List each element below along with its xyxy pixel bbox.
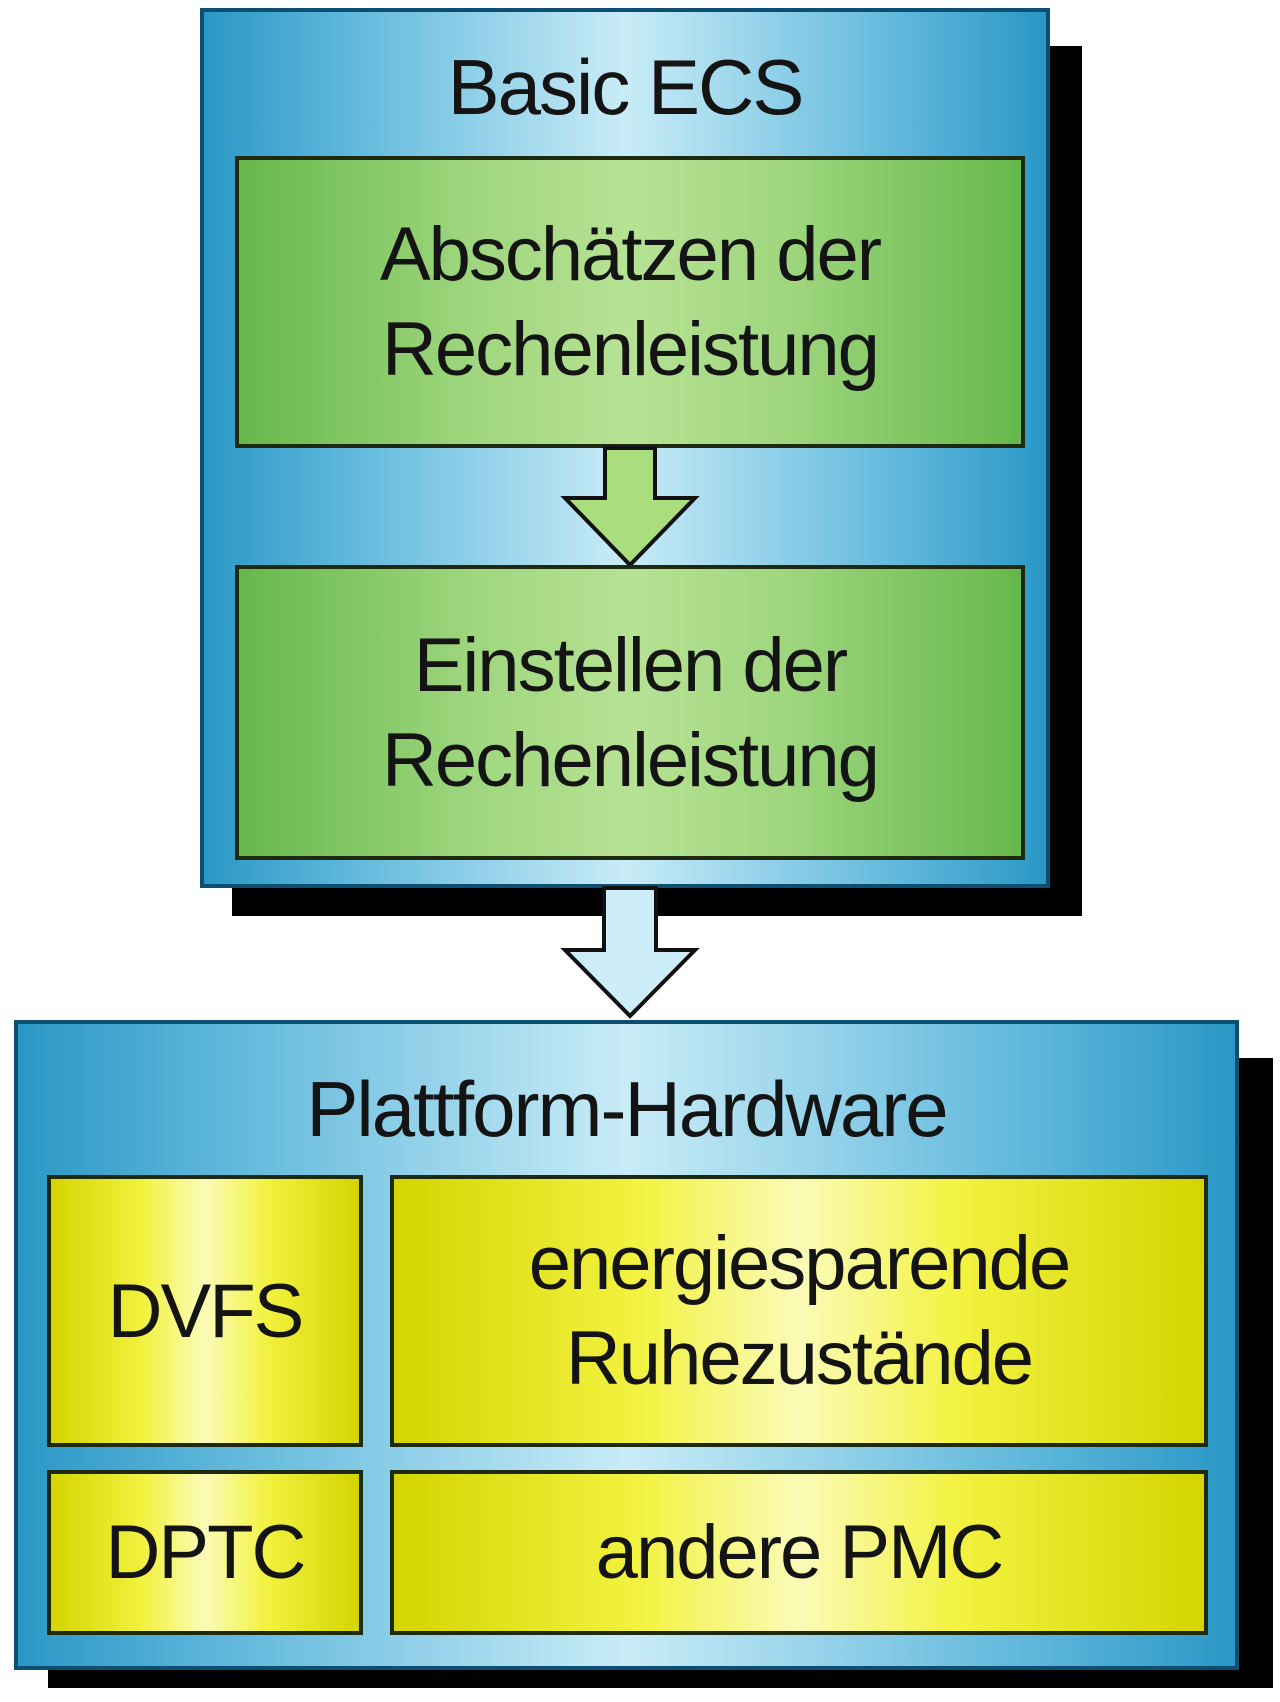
hardware-cell-other-pmc: andere PMC: [390, 1470, 1208, 1635]
ecs-step-estimate-label: Abschätzen der Rechenleistung: [379, 212, 882, 392]
arrow-down-icon: [560, 886, 700, 1019]
hardware-cell-dptc-label: DPTC: [105, 1510, 307, 1595]
ecs-title: Basic ECS: [447, 43, 805, 131]
hardware-cell-dvfs: DVFS: [47, 1175, 363, 1447]
arrow-down-icon: [560, 446, 700, 568]
hardware-cell-other-pmc-label: andere PMC: [595, 1510, 1005, 1595]
hardware-title: Plattform-Hardware: [306, 1065, 948, 1153]
hardware-cell-dvfs-label: DVFS: [107, 1268, 305, 1354]
hardware-cell-sleep-states: energiesparende Ruhezustände: [390, 1175, 1208, 1447]
ecs-step-estimate: Abschätzen der Rechenleistung: [235, 156, 1025, 448]
hardware-cell-sleep-states-label: energiesparende Ruhezustände: [528, 1221, 1071, 1401]
hardware-cell-dptc: DPTC: [47, 1470, 363, 1635]
ecs-step-adjust: Einstellen der Rechenleistung: [235, 565, 1025, 860]
ecs-step-adjust-label: Einstellen der Rechenleistung: [382, 622, 880, 803]
